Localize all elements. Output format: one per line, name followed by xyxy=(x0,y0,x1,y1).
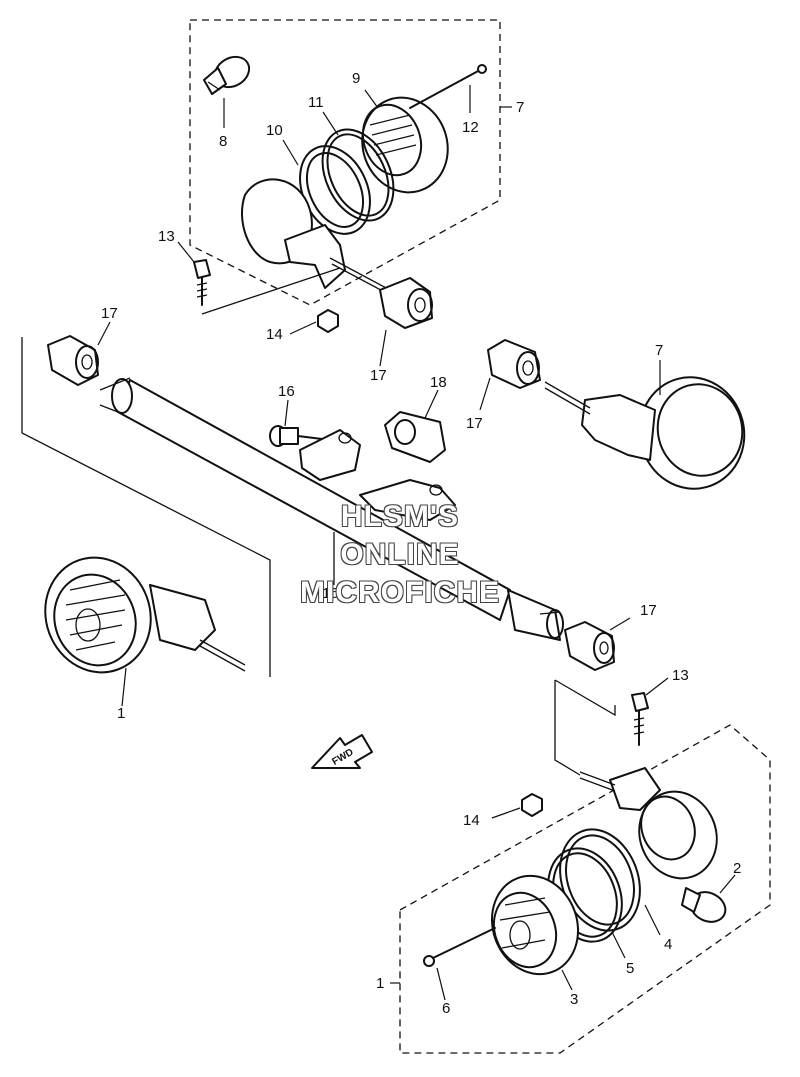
callout-14-bottom: 14 xyxy=(463,812,480,829)
callout-1-bottom: 1 xyxy=(376,975,384,992)
callout-17-mid: 17 xyxy=(370,367,387,384)
callout-11: 11 xyxy=(308,94,324,111)
callout-7-right: 7 xyxy=(655,342,663,359)
callout-6: 6 xyxy=(442,1000,450,1017)
collar-17-lower xyxy=(564,617,631,671)
callout-16-top: 16 xyxy=(278,383,295,400)
callout-9: 9 xyxy=(352,70,360,87)
callout-14-top: 14 xyxy=(266,326,283,343)
callout-16-bottom: 16 xyxy=(322,585,339,602)
watermark-line-1: HLSM'S xyxy=(340,500,460,533)
signal-assembly-left xyxy=(44,556,246,707)
screw-6 xyxy=(423,927,496,1001)
callout-13-bottom: 13 xyxy=(672,667,689,684)
callout-5: 5 xyxy=(626,960,634,977)
gasket-11 xyxy=(321,111,395,222)
nut-14-bottom xyxy=(491,793,543,819)
callout-12: 12 xyxy=(462,119,479,136)
callout-17-left: 17 xyxy=(101,305,118,322)
callout-8: 8 xyxy=(219,133,227,150)
bracket-18 xyxy=(384,389,446,463)
collar-17-right xyxy=(479,339,541,411)
lens-9 xyxy=(361,89,449,194)
callout-17-lower: 17 xyxy=(640,602,657,619)
collar-17-left xyxy=(21,321,271,677)
housing-top xyxy=(241,178,393,297)
callout-2: 2 xyxy=(733,860,741,877)
watermark-line-3: MICROFICHE xyxy=(300,576,500,609)
callout-10: 10 xyxy=(266,122,283,139)
watermark-line-2: ONLINE xyxy=(340,538,460,571)
bolt-13-top xyxy=(177,241,341,315)
screw-12 xyxy=(409,64,487,113)
callout-13-top: 13 xyxy=(158,228,175,245)
callout-1-left: 1 xyxy=(117,705,125,722)
bolt-16-top xyxy=(269,399,331,447)
bulb-2 xyxy=(681,874,736,923)
callout-3: 3 xyxy=(570,991,578,1008)
collar-17-mid xyxy=(379,277,433,367)
bottom-assembly-group xyxy=(390,679,771,1054)
callout-18: 18 xyxy=(430,374,447,391)
forward-arrow xyxy=(311,734,373,769)
lens-3 xyxy=(490,874,580,991)
callout-labels: 7 8 9 10 11 12 13 14 17 17 7 17 16 18 16… xyxy=(101,70,741,1017)
callout-4: 4 xyxy=(664,936,672,953)
nut-14-top xyxy=(289,309,339,335)
top-assembly-group xyxy=(189,19,512,306)
bulb-8 xyxy=(203,55,251,128)
bolt-13-bottom xyxy=(631,677,669,746)
housing-bottom xyxy=(579,767,718,880)
stay-tube xyxy=(99,377,564,641)
signal-assembly-right xyxy=(544,360,746,490)
callout-7-top: 7 xyxy=(516,99,524,116)
mount-plate xyxy=(299,429,456,521)
callout-17-right: 17 xyxy=(466,415,483,432)
